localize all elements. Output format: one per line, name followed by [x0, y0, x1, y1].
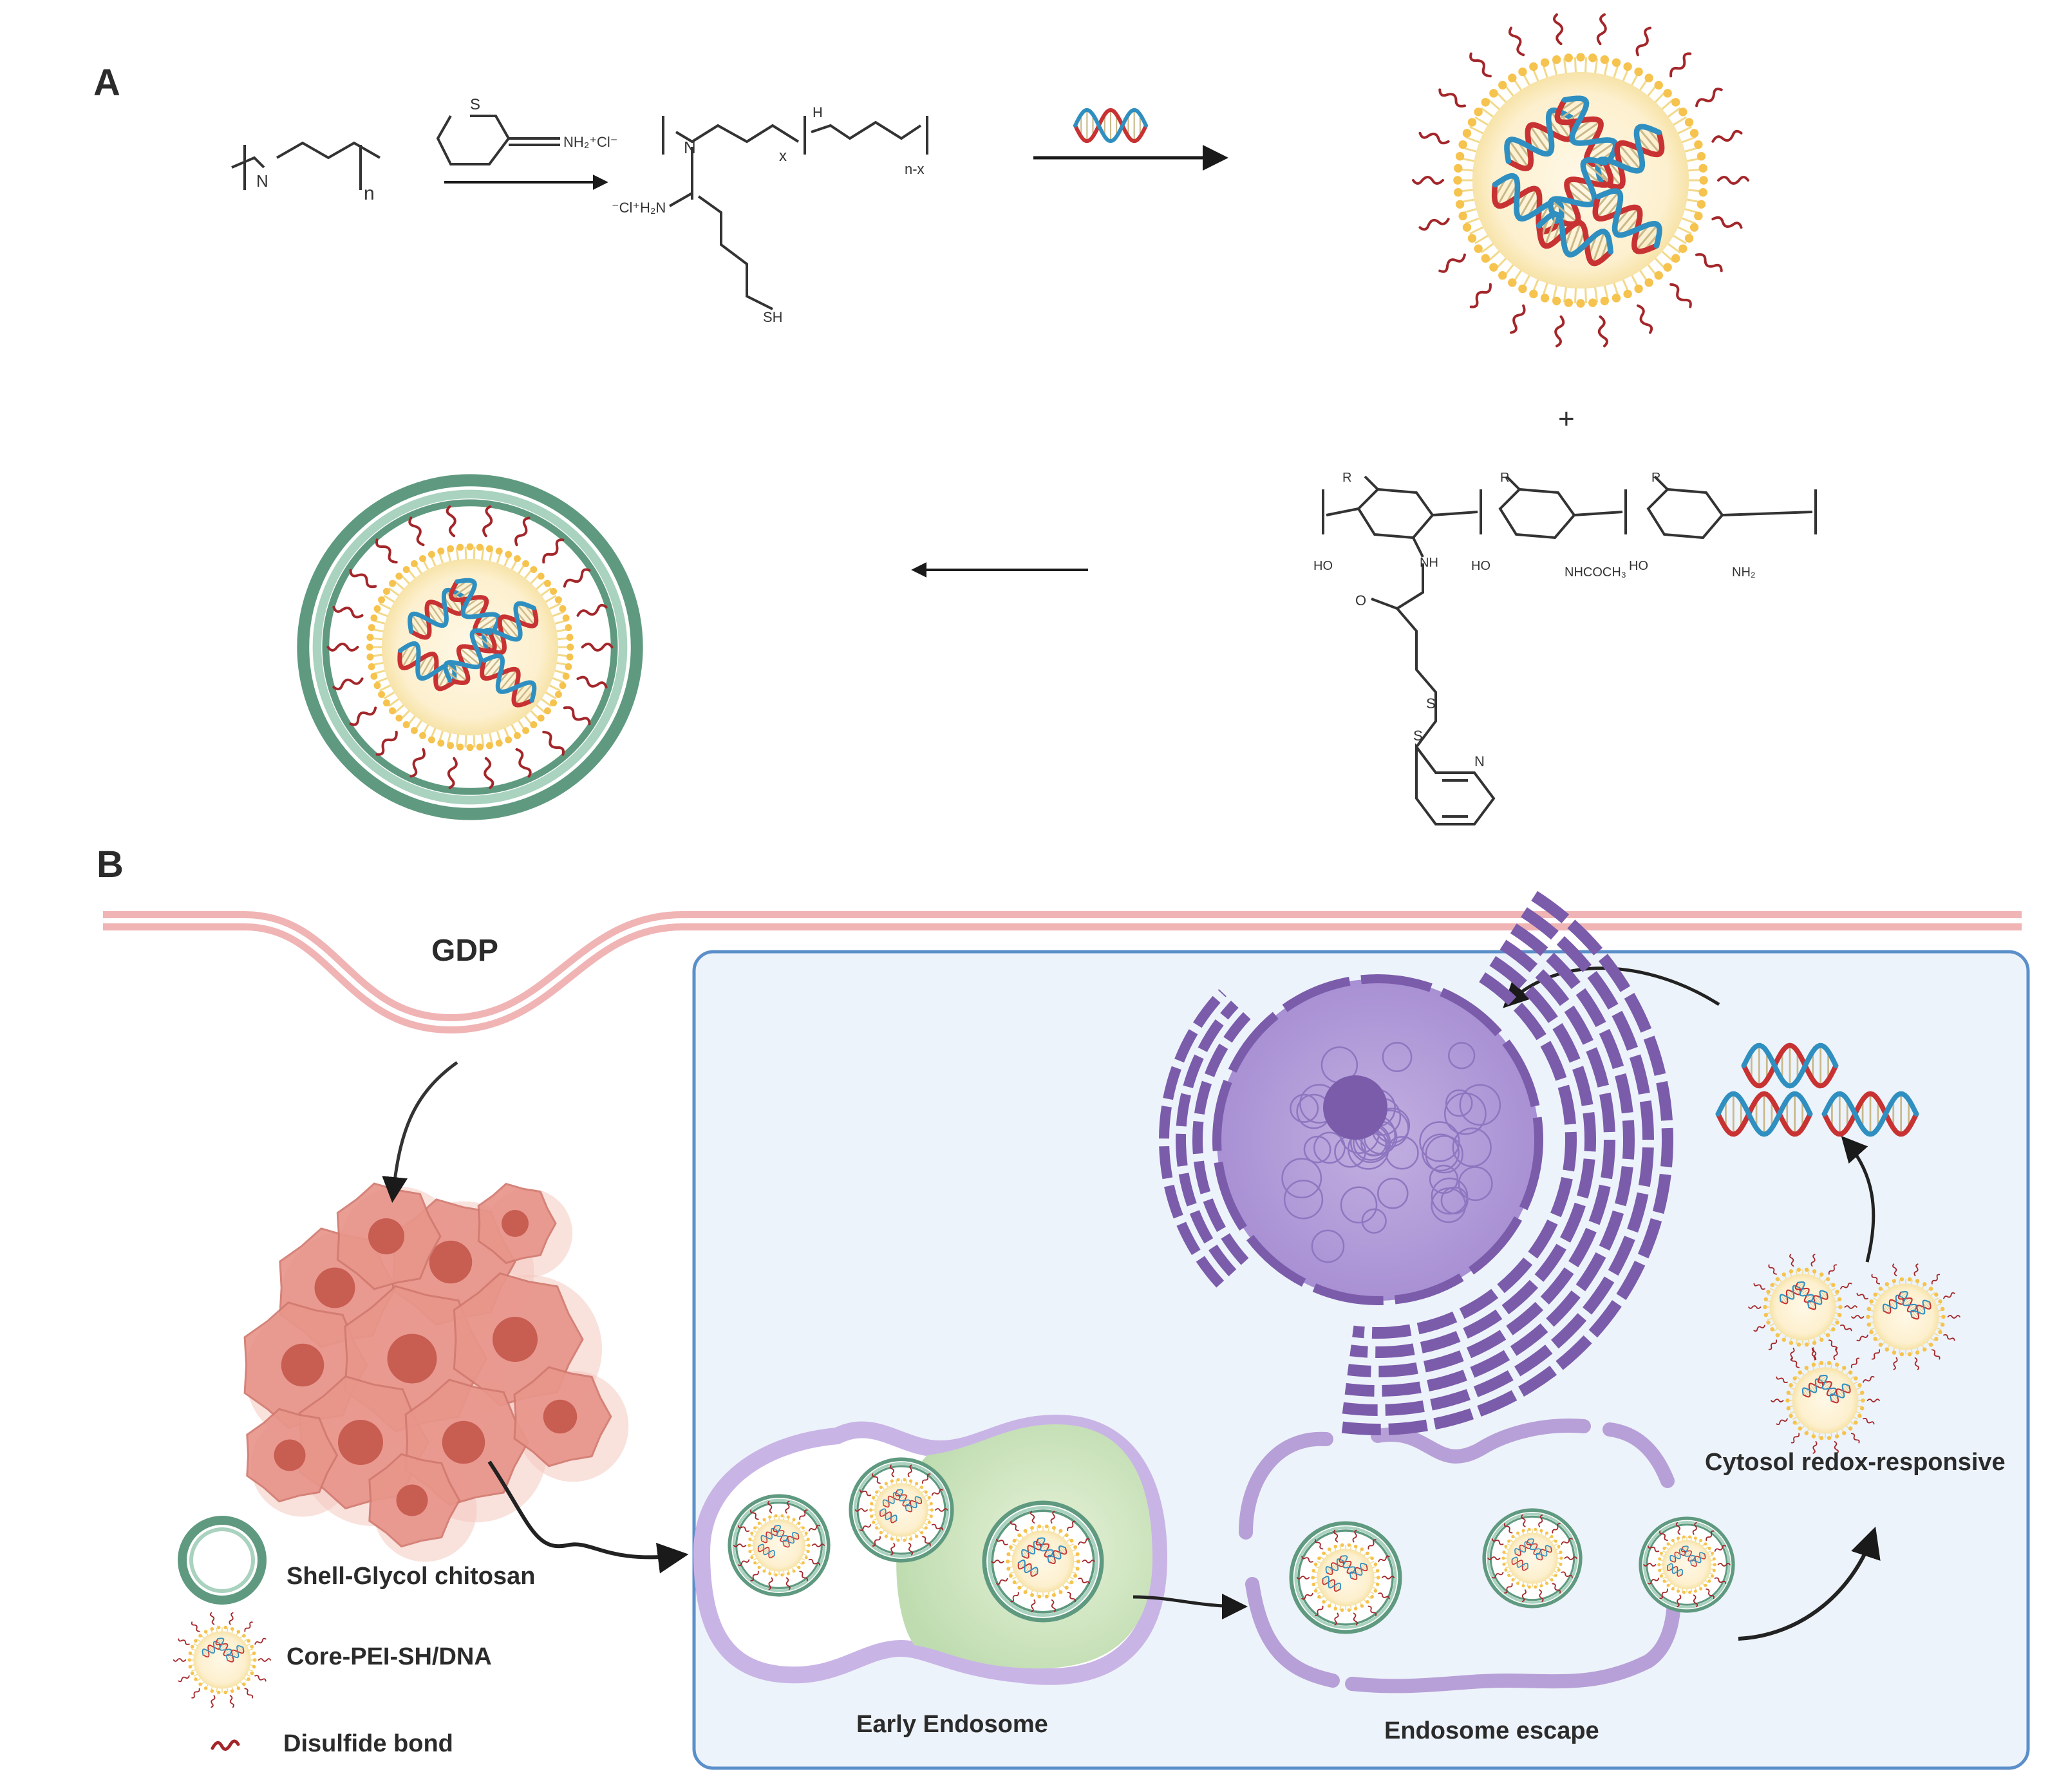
product-n: N — [684, 138, 696, 157]
gdp-in-endosome-2 — [851, 1459, 952, 1560]
chitosan-ho-2: HO — [1471, 559, 1490, 573]
reagent-s: S — [470, 96, 480, 113]
chitosan-nhcoch3: NHCOCH₃ — [1565, 565, 1626, 580]
chitosan-r-1: R — [1342, 471, 1351, 485]
product-sub-x: x — [779, 147, 787, 165]
gdp-nanoparticle — [303, 480, 637, 814]
arrow-membrane-to-tumor — [393, 1062, 457, 1198]
dna-helix-icon — [1075, 110, 1146, 141]
pei-sh-structure: N H x n-x ⁻Cl⁺H₂N SH — [612, 104, 927, 325]
cytosol-redox-label: Cytosol redox-responsive — [1705, 1449, 2006, 1476]
legend: Shell-Glycol chitosan Core-PEI-SH/DNA Di… — [174, 1520, 536, 1757]
glycol-chitosan-structure: R R R HO HO HO NH NHCOCH₃ NH₂ O S S N — [1313, 471, 1816, 824]
chitosan-ho-3: HO — [1629, 559, 1648, 573]
legend-shell-swatch — [182, 1520, 262, 1600]
dna-icon-reagent — [1075, 110, 1146, 141]
early-endosome-label: Early Endosome — [856, 1711, 1048, 1738]
pei-sh-dna-polyplex — [1413, 14, 1748, 346]
chitosan-r-3: R — [1651, 471, 1660, 485]
pei-repeat-n: n — [364, 183, 375, 204]
pei-nh: N — [256, 171, 268, 191]
panel-b-label: B — [97, 844, 124, 885]
chitosan-o-carbonyl: O — [1355, 592, 1366, 608]
product-h: H — [813, 104, 823, 120]
panel-a-label: A — [93, 62, 120, 104]
gdp-escaping-2 — [1484, 1510, 1581, 1607]
chitosan-pyridine-n: N — [1474, 753, 1485, 769]
gdp-in-endosome-3 — [984, 1503, 1102, 1620]
chitosan-r-2: R — [1500, 471, 1509, 485]
chitosan-ho-1: HO — [1313, 559, 1333, 573]
product-sub-nx: n-x — [905, 161, 925, 177]
gdp-label: GDP — [431, 934, 498, 968]
gdp-escaping-1 — [1292, 1523, 1400, 1632]
chitosan-nh2: NH₂ — [1732, 565, 1756, 580]
pei-structure: N n — [232, 143, 380, 204]
chitosan-s-1: S — [1426, 695, 1436, 712]
legend-disulfide-swatch — [212, 1741, 238, 1750]
product-sh: SH — [763, 309, 783, 325]
reagent-counterion: NH₂⁺Cl⁻ — [563, 134, 617, 150]
legend-core-label: Core-PEI-SH/DNA — [287, 1643, 492, 1670]
legend-core-swatch — [174, 1612, 270, 1707]
chitosan-s-2: S — [1413, 728, 1423, 744]
legend-shell-label: Shell-Glycol chitosan — [287, 1563, 535, 1590]
gdp-in-endosome-1 — [729, 1496, 829, 1595]
product-amidine: ⁻Cl⁺H₂N — [612, 200, 666, 216]
chitosan-nh: NH — [1420, 556, 1438, 570]
iminothiolane-reagent: S NH₂⁺Cl⁻ — [438, 96, 617, 164]
plus-sign: + — [1558, 403, 1575, 435]
gdp-escaping-3 — [1640, 1518, 1733, 1611]
tumor-cell-cluster — [245, 1184, 628, 1561]
legend-disulfide-label: Disulfide bond — [283, 1730, 453, 1757]
endosome-escape-label: Endosome escape — [1384, 1717, 1599, 1744]
